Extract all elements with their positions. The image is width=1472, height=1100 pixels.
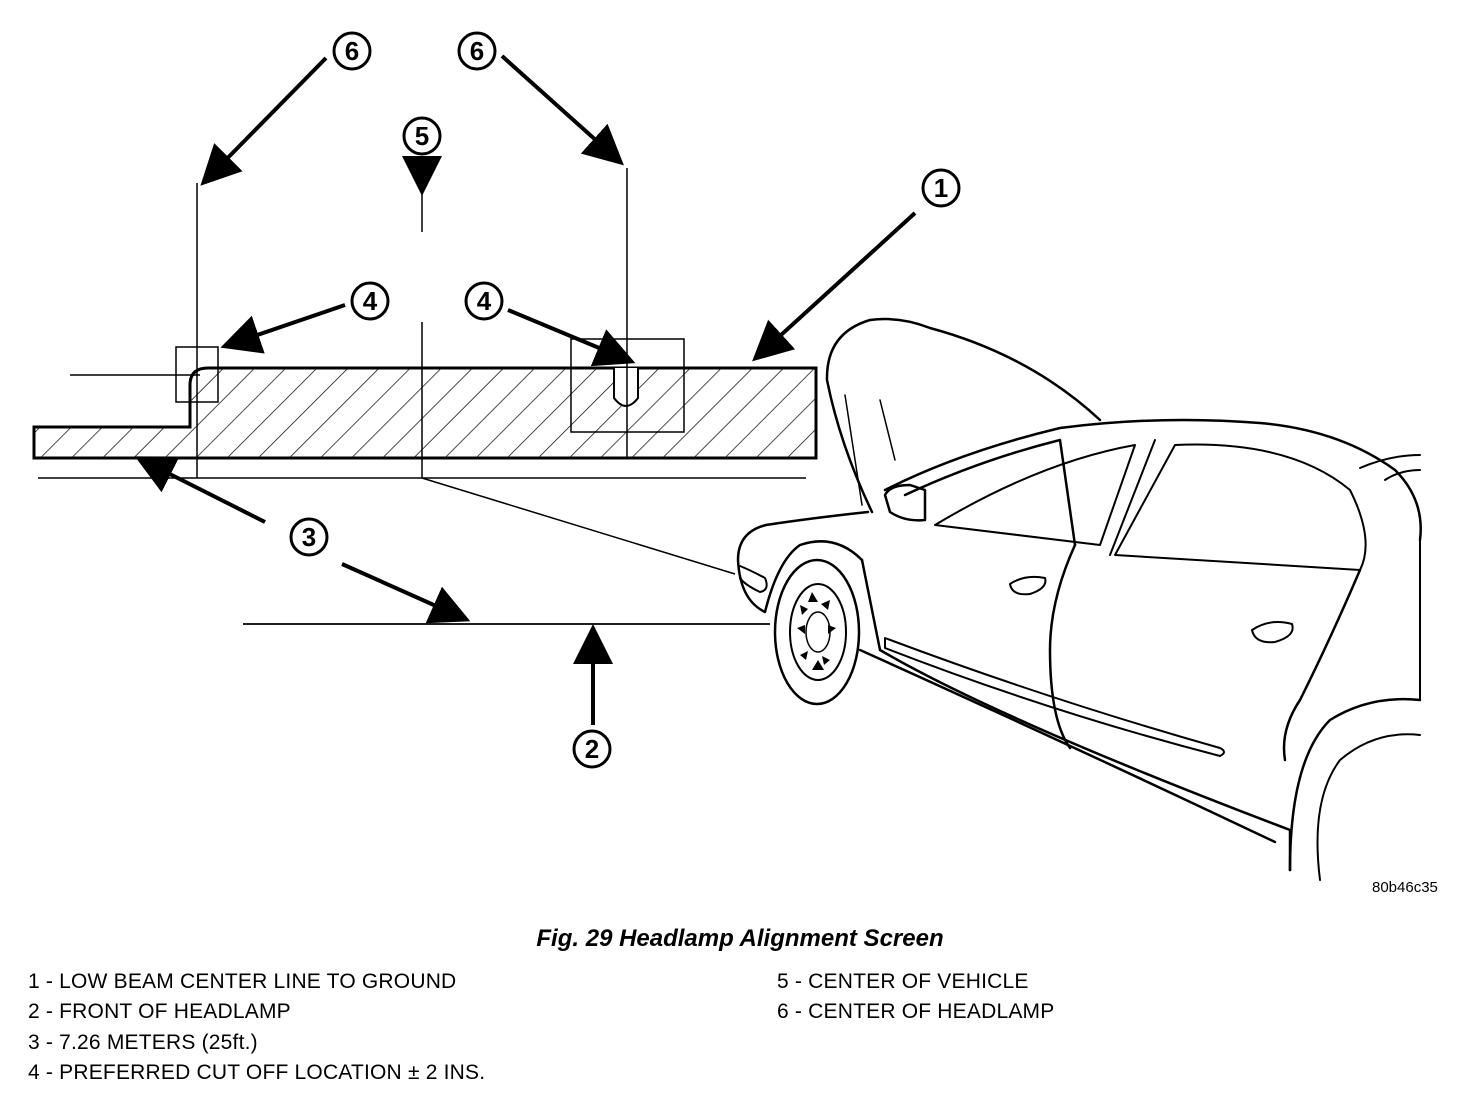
callout-3: 3 — [289, 517, 329, 557]
windshield — [903, 438, 1077, 547]
figure-caption: Fig. 29 Headlamp Alignment Screen — [536, 925, 944, 952]
callout-4-left-label: 4 — [363, 286, 378, 316]
alignment-screen — [32, 168, 818, 625]
callout-2: 2 — [572, 729, 612, 769]
hubcap-mark — [828, 625, 836, 634]
rear-tire — [1316, 733, 1421, 881]
hood-inner-line — [879, 399, 896, 461]
b-pillar — [1109, 439, 1156, 556]
callout-5: 5 — [402, 116, 442, 156]
callout-arrows — [134, 54, 917, 725]
legend-item-3: 3 - 7.26 METERS (25ft.) — [28, 1031, 258, 1054]
callout-2-label: 2 — [585, 734, 599, 764]
hubcap-mark — [808, 592, 818, 602]
arrow-3-left — [134, 456, 266, 524]
arrow-6-left — [200, 56, 328, 186]
side-molding — [884, 637, 1225, 757]
arrow-1 — [752, 211, 917, 362]
rear-door-handle — [1251, 621, 1294, 644]
hubcap-mark — [800, 605, 808, 615]
callout-6-right-label: 6 — [470, 36, 484, 66]
side-mirror — [883, 483, 927, 522]
front-door-handle — [1009, 575, 1047, 596]
legend-item-1: 1 - LOW BEAM CENTER LINE TO GROUND — [28, 970, 457, 993]
hubcap-mark — [800, 651, 808, 660]
callout-3-label: 3 — [302, 522, 316, 552]
body-side — [860, 558, 1292, 872]
hubcap-mark — [821, 600, 830, 610]
callout-1: 1 — [921, 168, 961, 208]
hubcap-mark — [797, 625, 805, 634]
sill-line — [858, 648, 1277, 844]
headlamp-alignment-diagram: 6 6 5 1 4 4 3 2 — [32, 31, 1422, 881]
arrow-4-left — [220, 303, 346, 354]
rear-wheel-arch — [1288, 697, 1422, 872]
front-tire — [773, 558, 861, 706]
callout-6-left: 6 — [332, 31, 372, 71]
rear-deck-2 — [1384, 469, 1421, 481]
callout-6-right: 6 — [457, 31, 497, 71]
vehicle-illustration — [736, 317, 1422, 881]
hubcap-mark — [812, 660, 824, 670]
roof-line — [883, 418, 1422, 542]
callout-4-right: 4 — [464, 281, 504, 321]
door-line-front — [1048, 543, 1077, 750]
front-hubcap-inner — [805, 611, 831, 653]
legend-item-5: 5 - CENTER OF VEHICLE — [777, 970, 1029, 993]
front-fender — [736, 510, 870, 614]
rear-deck — [1359, 454, 1421, 469]
hood-edge — [844, 394, 863, 506]
front-wheel-hub — [789, 583, 847, 681]
callout-1-label: 1 — [934, 173, 948, 203]
perspective-line — [421, 477, 736, 575]
hubcap-mark — [822, 656, 830, 665]
hot-spot — [613, 368, 639, 407]
callout-6-left-label: 6 — [345, 36, 359, 66]
headlamp-lens — [739, 565, 768, 593]
beam-pattern — [32, 366, 818, 460]
legend-item-2: 2 - FRONT OF HEADLAMP — [28, 1000, 291, 1023]
callouts: 6 6 5 1 4 4 3 2 — [289, 31, 961, 769]
figure-reference-code: 80b46c35 — [1372, 879, 1438, 896]
hubcap-marks — [797, 592, 836, 670]
callout-4-left: 4 — [350, 281, 390, 321]
arrow-3-right — [341, 562, 471, 624]
callout-4-right-label: 4 — [477, 286, 492, 316]
arrow-4-right — [507, 308, 636, 367]
callout-5-label: 5 — [415, 121, 429, 151]
legend-item-4: 4 - PREFERRED CUT OFF LOCATION ± 2 INS. — [28, 1061, 486, 1084]
arrow-6-right — [500, 54, 624, 166]
door-line-rear — [1282, 568, 1362, 762]
front-window — [934, 444, 1136, 546]
rear-window — [1114, 443, 1367, 571]
raised-hood — [825, 317, 1102, 514]
legend-item-6: 6 - CENTER OF HEADLAMP — [777, 1000, 1055, 1023]
